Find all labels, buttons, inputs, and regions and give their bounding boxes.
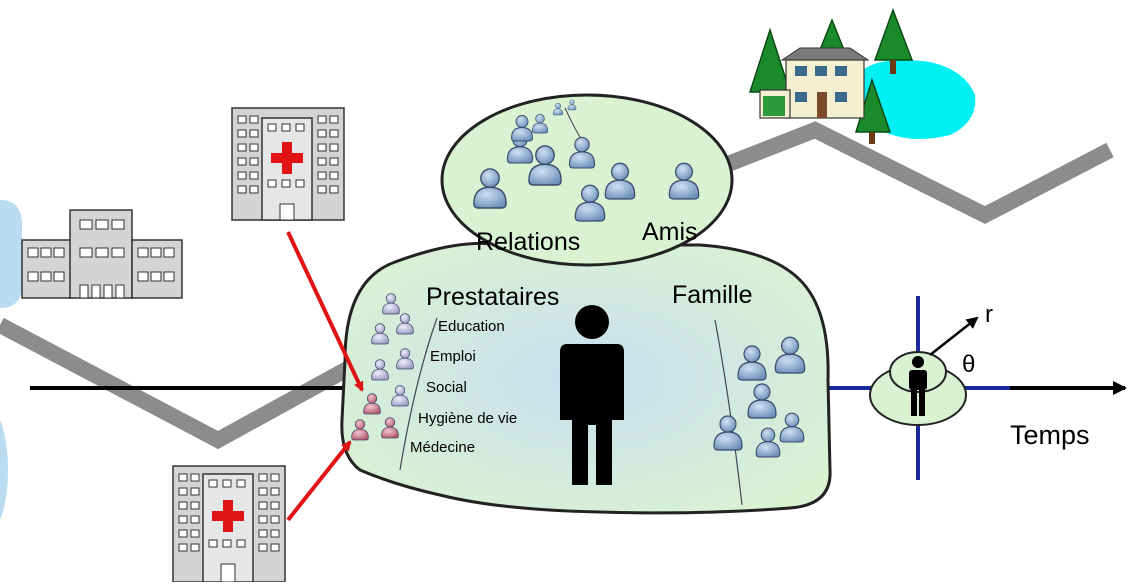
people-icons-layer	[351, 99, 806, 458]
edge-blue-shape	[0, 200, 22, 308]
small-person-icon	[909, 356, 927, 416]
central-person-icon	[560, 305, 624, 485]
person-icon	[396, 348, 414, 370]
person-icon	[371, 359, 389, 381]
label-r: r	[985, 301, 993, 328]
famille-divider	[714, 319, 743, 506]
prestataire-item-medecine: Médecine	[410, 439, 475, 456]
person-icon	[382, 293, 400, 315]
road-line-left	[0, 317, 404, 450]
person-icon	[747, 383, 777, 419]
person-icon	[381, 417, 399, 439]
person-icon	[668, 162, 700, 200]
person-icon	[528, 145, 562, 186]
label-prestataires: Prestataires	[426, 283, 559, 311]
axis-label-temps: Temps	[1010, 420, 1090, 450]
person-icon	[531, 113, 549, 134]
r-vector-arrow	[929, 316, 979, 356]
person-icon	[755, 427, 781, 458]
label-famille: Famille	[672, 281, 753, 309]
prestataire-item-hygiene: Hygiène de vie	[418, 410, 517, 427]
label-theta: θ	[962, 351, 975, 378]
person-icon	[371, 323, 389, 345]
person-icon	[473, 168, 507, 209]
person-icon	[396, 313, 414, 335]
office-windows	[27, 219, 175, 299]
prestataire-item-education: Education	[438, 318, 505, 335]
person-icon	[511, 115, 533, 142]
red-arrow-top	[286, 231, 364, 392]
person-icon	[552, 102, 564, 116]
person-icon	[568, 136, 596, 169]
prestataire-item-emploi: Emploi	[430, 348, 476, 365]
label-relations: Relations	[476, 228, 580, 256]
person-icon	[567, 99, 577, 111]
person-icon	[351, 419, 369, 441]
person-icon	[779, 412, 805, 443]
person-icon	[574, 184, 606, 222]
edge-blue-shape-lower	[0, 420, 8, 520]
prestataires-divider	[399, 317, 438, 471]
person-icon	[604, 162, 636, 200]
person-icon	[774, 336, 806, 374]
red-arrow-bottom	[286, 440, 352, 522]
hospital-icon-bottom	[172, 465, 286, 583]
person-icon	[713, 415, 743, 451]
road-line-right	[697, 121, 1114, 224]
person-icon	[391, 385, 409, 407]
person-icon	[737, 345, 767, 381]
house-icon	[748, 7, 976, 144]
hospital-icon-top	[231, 107, 345, 221]
prestataire-item-social: Social	[426, 379, 467, 396]
label-amis: Amis	[642, 218, 698, 246]
person-icon	[363, 393, 381, 415]
